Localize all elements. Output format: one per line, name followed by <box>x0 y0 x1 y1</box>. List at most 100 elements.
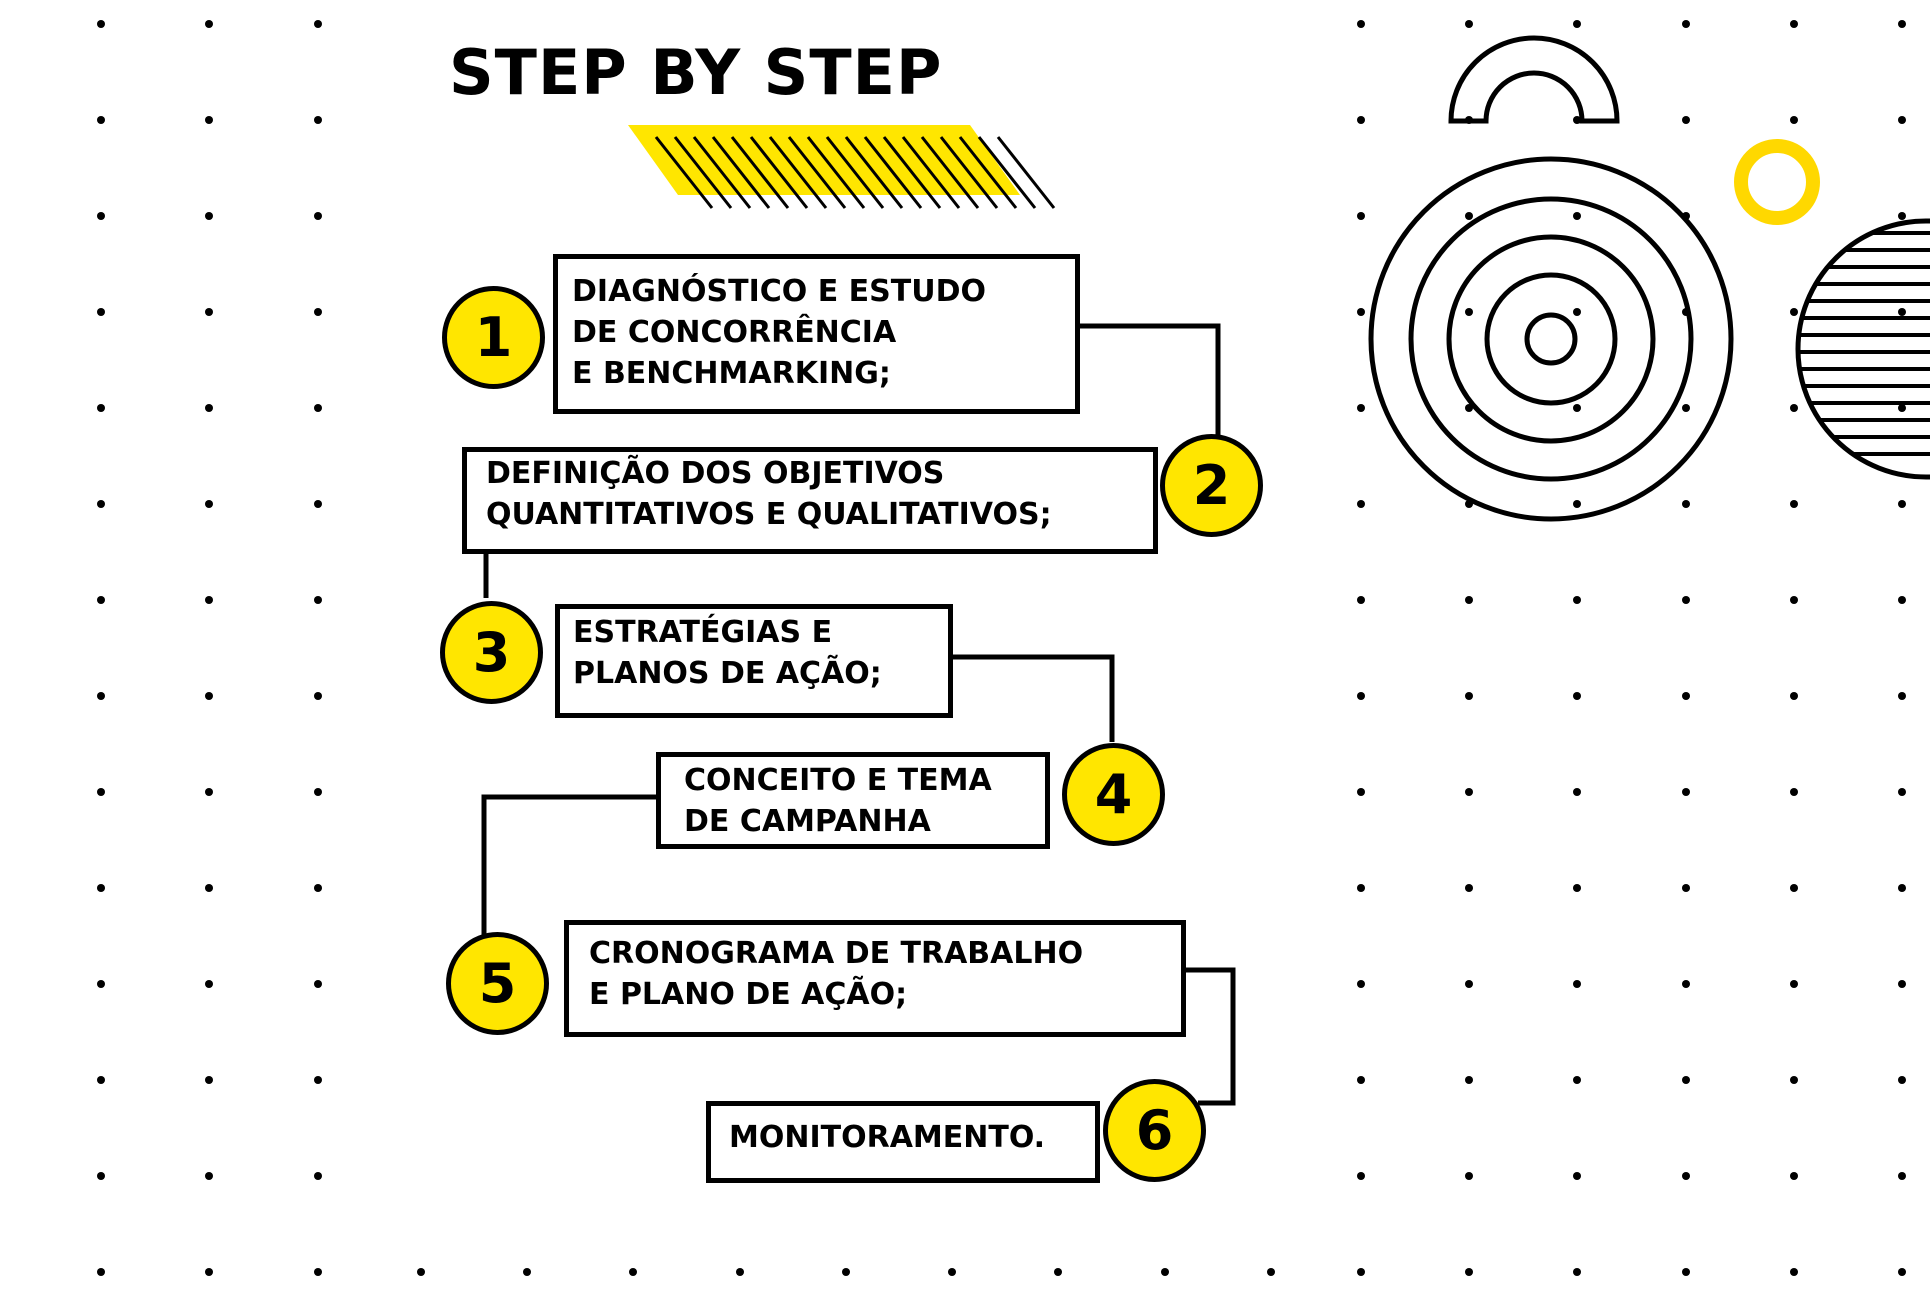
grid-dot <box>1898 1076 1906 1084</box>
connector-4-5 <box>481 794 658 935</box>
grid-dot <box>1898 212 1906 220</box>
grid-dot <box>97 500 105 508</box>
grid-dot <box>314 212 322 220</box>
grid-dot <box>1573 1268 1581 1276</box>
grid-dot <box>1790 308 1798 316</box>
step-1-number: 1 <box>474 305 513 369</box>
step-3-number: 3 <box>472 620 511 684</box>
grid-dot <box>1898 692 1906 700</box>
grid-dot <box>1357 980 1365 988</box>
step-1-badge: 1 <box>442 286 545 389</box>
grid-dot <box>1898 884 1906 892</box>
grid-dot <box>1161 1268 1169 1276</box>
grid-dot <box>205 788 213 796</box>
grid-dot <box>1790 404 1798 412</box>
grid-dot <box>1573 20 1581 28</box>
step-6-number: 6 <box>1135 1098 1174 1162</box>
grid-dot <box>314 596 322 604</box>
target-ring-3 <box>1446 234 1656 444</box>
grid-dot <box>1682 1172 1690 1180</box>
half-arch-shape <box>1448 35 1620 124</box>
title-accent-stripes <box>628 125 1056 209</box>
hatch-line <box>673 136 733 209</box>
target-ring-2 <box>1408 196 1694 482</box>
decorative-shapes <box>1368 35 1930 522</box>
grid-dot <box>1573 980 1581 988</box>
grid-dot <box>97 308 105 316</box>
grid-dot <box>1682 1076 1690 1084</box>
grid-dot <box>1573 212 1581 220</box>
grid-dot <box>1898 308 1906 316</box>
grid-dot <box>1357 1076 1365 1084</box>
grid-dot <box>97 692 105 700</box>
grid-dot <box>1790 500 1798 508</box>
grid-dot <box>97 788 105 796</box>
grid-dot <box>1898 596 1906 604</box>
grid-dot <box>205 116 213 124</box>
grid-dot <box>314 116 322 124</box>
grid-dot <box>1682 692 1690 700</box>
grid-dot <box>1573 788 1581 796</box>
grid-dot <box>1682 116 1690 124</box>
grid-dot <box>314 500 322 508</box>
hatch-line <box>749 136 809 209</box>
grid-dot <box>1682 980 1690 988</box>
grid-dot <box>97 20 105 28</box>
grid-dot <box>1465 20 1473 28</box>
grid-dot <box>1790 788 1798 796</box>
grid-dot <box>1465 212 1473 220</box>
grid-dot <box>1267 1268 1275 1276</box>
grid-dot <box>1357 404 1365 412</box>
grid-dot <box>417 1268 425 1276</box>
grid-dot <box>1682 788 1690 796</box>
step-6-text: MONITORAMENTO. <box>729 1120 1046 1155</box>
grid-dot <box>523 1268 531 1276</box>
grid-dot <box>1790 596 1798 604</box>
grid-dot <box>1898 788 1906 796</box>
hatch-line <box>768 136 828 209</box>
step-2-text: DEFINIÇÃO DOS OBJETIVOS QUANTITATIVOS E … <box>486 456 1052 532</box>
grid-dot <box>1357 500 1365 508</box>
grid-dot <box>97 596 105 604</box>
target-ring-1 <box>1368 156 1734 522</box>
hatch-line <box>711 136 771 209</box>
step-1-text: DIAGNÓSTICO E ESTUDO DE CONCORRÊNCIA E B… <box>572 274 986 391</box>
grid-dot <box>1682 500 1690 508</box>
grid-dot <box>1573 404 1581 412</box>
hatch-line <box>939 136 999 209</box>
grid-dot <box>97 404 105 412</box>
step-6-badge: 6 <box>1103 1079 1206 1182</box>
hatch-line <box>901 136 961 209</box>
step-2-badge: 2 <box>1160 434 1263 537</box>
step-5-text: CRONOGRAMA DE TRABALHO E PLANO DE AÇÃO; <box>589 936 1084 1012</box>
grid-dot <box>1357 116 1365 124</box>
grid-dot <box>1465 692 1473 700</box>
step-2-box <box>462 447 1158 554</box>
hatch-line <box>882 136 942 209</box>
grid-dot <box>1898 116 1906 124</box>
grid-dot <box>205 1268 213 1276</box>
page-title: STEP BY STEP <box>449 36 943 109</box>
grid-dot <box>1357 1268 1365 1276</box>
grid-dot <box>1682 404 1690 412</box>
connector-1-2 <box>1078 323 1221 437</box>
grid-dot <box>1898 980 1906 988</box>
grid-dot <box>205 980 213 988</box>
striped-circle-lines <box>1798 231 1930 456</box>
hatch-line <box>692 136 752 209</box>
connector-3-4 <box>950 654 1115 742</box>
grid-dot <box>1573 692 1581 700</box>
title-hatch-lines <box>654 136 1056 209</box>
grid-dot <box>629 1268 637 1276</box>
grid-dot <box>97 1076 105 1084</box>
hatch-line <box>920 136 980 209</box>
grid-dot <box>205 1172 213 1180</box>
grid-dot <box>205 404 213 412</box>
grid-dot <box>97 212 105 220</box>
grid-dot <box>1790 116 1798 124</box>
grid-dot <box>314 692 322 700</box>
grid-dot <box>205 1076 213 1084</box>
grid-dot <box>1682 20 1690 28</box>
grid-dot <box>1465 596 1473 604</box>
